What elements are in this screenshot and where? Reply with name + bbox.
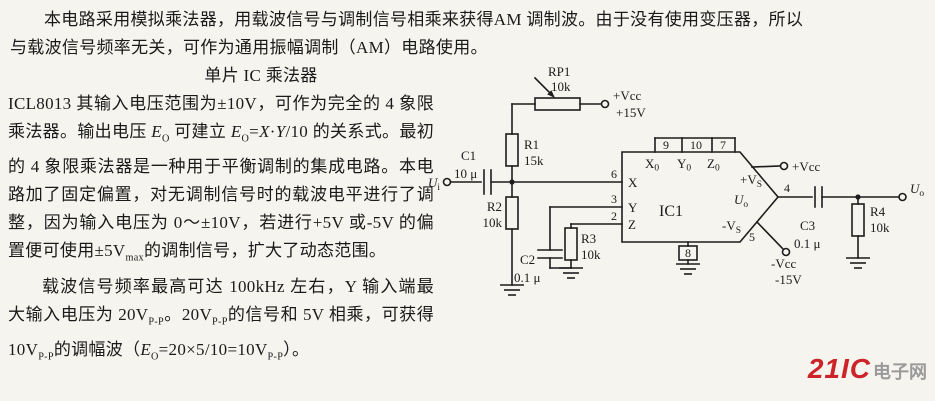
wiper-arrow-icon xyxy=(547,90,555,98)
ic-uo-label: Uo xyxy=(734,192,748,210)
wire-output xyxy=(777,194,900,200)
watermark-brand: 21IC xyxy=(807,353,871,384)
input-label: Ui xyxy=(428,175,440,193)
input-terminal: Ui xyxy=(428,175,482,193)
ic-y-input: Y xyxy=(628,200,638,215)
ic-vs-minus-label: -VS xyxy=(722,218,741,236)
vee-value: -15V xyxy=(775,272,802,287)
intro-paragraph: 本电路采用模拟乘法器，用载波信号与调制信号相乘来获得AM 调制波。由于没有使用变… xyxy=(10,6,932,62)
r2-name: R2 xyxy=(487,199,502,214)
resistor-r3: R3 10k xyxy=(558,223,623,279)
supply-vee: -Vcc -15V xyxy=(771,247,802,287)
r3-value: 10k xyxy=(581,247,601,262)
capacitor-c3: C3 0.1 μ xyxy=(794,186,823,251)
ic-vs-plus-label: +VS xyxy=(740,172,762,190)
pin-3: 3 xyxy=(611,192,617,206)
wire-x-line xyxy=(490,179,623,185)
vcc-right-label: +Vcc xyxy=(792,159,820,174)
subheading: 单片 IC 乘法器 xyxy=(204,66,318,85)
ic1-label: IC1 xyxy=(659,203,683,220)
pin-6: 6 xyxy=(611,167,617,181)
resistor-r2: R2 10k xyxy=(483,181,525,296)
circuit-schematic: Ui C1 10 μ R1 15k xyxy=(428,64,924,296)
r1-value: 15k xyxy=(524,153,544,168)
body-text-column: 单片 IC 乘法器 ICL8013 其输入电压范围为±10V，可作为完全的 4 … xyxy=(8,62,434,372)
vcc-top-label: +Vcc xyxy=(613,88,641,103)
ground-icon xyxy=(675,263,701,275)
output-terminal: Uo xyxy=(898,181,924,202)
capacitor-c1: C1 10 μ xyxy=(454,148,492,195)
supply-vcc-top: +Vcc +15V xyxy=(600,88,646,120)
paragraph-carrier: 载波信号频率最高可达 100kHz 左右，Y 输入端最大输入电压为 20VP-P… xyxy=(8,276,435,363)
pin-7: 7 xyxy=(720,138,726,152)
rp1-value: 10k xyxy=(551,79,571,94)
ground-icon xyxy=(558,267,584,279)
ic-z0-label: Z0 xyxy=(707,156,720,174)
r1-name: R1 xyxy=(524,137,539,152)
ground-icon xyxy=(845,257,871,269)
ic-z-input: Z xyxy=(628,217,636,232)
potentiometer-rp1: RP1 10k xyxy=(511,64,602,111)
ic-x0-label: X0 xyxy=(645,156,659,174)
vee-label: -Vcc xyxy=(771,256,796,271)
vcc-top-value: +15V xyxy=(616,105,646,120)
capacitor-c2: C2 0.1 μ xyxy=(514,206,623,285)
c3-name: C3 xyxy=(800,218,815,233)
pin-10: 10 xyxy=(690,138,702,152)
r3-name: R3 xyxy=(581,231,596,246)
watermark-suffix: 电子网 xyxy=(873,362,927,382)
c1-name: C1 xyxy=(461,148,476,163)
paragraph-multiplier: ICL8013 其输入电压范围为±10V，可作为完全的 4 象限乘法器。输出电压… xyxy=(8,94,435,264)
c2-value: 0.1 μ xyxy=(514,270,541,285)
ic-x-input: X xyxy=(628,175,638,190)
supply-vcc-right: +Vcc xyxy=(779,159,820,174)
c2-name: C2 xyxy=(520,252,535,267)
c3-value: 0.1 μ xyxy=(794,236,821,251)
rp1-name: RP1 xyxy=(548,64,570,79)
r4-name: R4 xyxy=(870,204,886,219)
ground-icon xyxy=(499,284,525,296)
output-label: Uo xyxy=(910,181,924,199)
pin-5: 5 xyxy=(749,230,755,244)
ic-y0-label: Y0 xyxy=(677,156,691,174)
pin-2: 2 xyxy=(611,209,617,223)
c1-value: 10 μ xyxy=(454,166,477,181)
pin-8: 8 xyxy=(685,246,691,260)
r2-value: 10k xyxy=(483,215,503,230)
ic1-body: 9 10 7 X0 Y0 Z0 IC1 Uo +VS -VS 6 3 2 X Y… xyxy=(611,137,790,275)
pin-9: 9 xyxy=(663,138,669,152)
pin-4: 4 xyxy=(784,181,790,195)
intro-line-1: 本电路采用模拟乘法器，用载波信号与调制信号相乘来获得AM 调制波。由于没有使用变… xyxy=(44,10,804,29)
intro-line-2: 与载波信号频率无关，可作为通用振幅调制（AM）电路使用。 xyxy=(10,38,488,57)
resistor-r4: R4 10k xyxy=(845,196,890,269)
r4-value: 10k xyxy=(870,220,890,235)
resistor-r1: R1 15k xyxy=(505,103,544,183)
